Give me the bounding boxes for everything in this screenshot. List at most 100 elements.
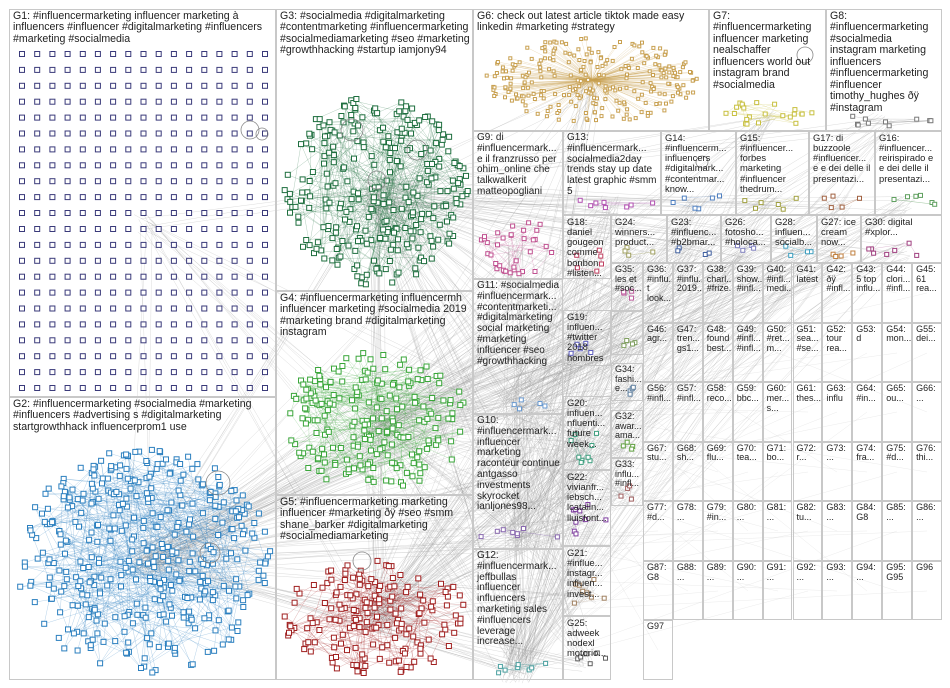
graph-node[interactable] (340, 119, 347, 126)
graph-node[interactable] (145, 495, 151, 502)
graph-node[interactable] (110, 226, 117, 232)
graph-node[interactable] (751, 245, 757, 251)
graph-node[interactable] (352, 616, 359, 623)
graph-node[interactable] (19, 353, 25, 360)
graph-node[interactable] (140, 385, 147, 391)
graph-node[interactable] (201, 66, 208, 73)
group-box-g61[interactable]: G61: thes... (792, 382, 823, 442)
graph-node[interactable] (321, 451, 327, 458)
graph-node[interactable] (49, 194, 56, 201)
graph-node[interactable] (494, 71, 499, 75)
graph-node[interactable] (19, 321, 25, 328)
graph-node[interactable] (231, 82, 238, 89)
graph-node[interactable] (443, 602, 450, 609)
graph-node[interactable] (125, 289, 132, 296)
graph-node[interactable] (548, 56, 552, 61)
graph-node[interactable] (405, 199, 412, 206)
graph-node[interactable] (662, 108, 667, 113)
graph-node[interactable] (437, 188, 444, 195)
graph-node[interactable] (621, 116, 626, 121)
graph-node[interactable] (383, 408, 390, 415)
graph-node[interactable] (57, 531, 64, 538)
graph-node[interactable] (125, 146, 132, 153)
graph-node[interactable] (199, 510, 206, 517)
graph-node[interactable] (174, 523, 181, 530)
graph-node[interactable] (628, 202, 634, 208)
group-box-g27[interactable]: G27: ice cream now... (817, 215, 861, 263)
graph-node[interactable] (186, 273, 193, 280)
graph-node[interactable] (336, 601, 343, 608)
graph-node[interactable] (200, 560, 207, 567)
graph-node[interactable] (456, 592, 463, 599)
graph-node[interactable] (575, 92, 580, 97)
graph-node[interactable] (397, 668, 404, 675)
graph-node[interactable] (589, 50, 594, 55)
graph-node[interactable] (452, 612, 459, 619)
graph-node[interactable] (49, 98, 56, 105)
graph-node[interactable] (49, 369, 56, 376)
graph-node[interactable] (555, 111, 560, 115)
graph-node[interactable] (56, 567, 63, 574)
graph-node[interactable] (155, 643, 162, 650)
graph-node[interactable] (500, 235, 506, 241)
graph-node[interactable] (234, 556, 241, 563)
graph-node[interactable] (140, 517, 147, 524)
graph-node[interactable] (262, 98, 268, 105)
graph-node[interactable] (386, 156, 393, 163)
graph-node[interactable] (355, 196, 362, 203)
graph-node[interactable] (323, 384, 329, 391)
graph-node[interactable] (521, 94, 526, 99)
graph-node[interactable] (577, 58, 582, 62)
graph-node[interactable] (422, 145, 429, 152)
graph-node[interactable] (201, 385, 208, 391)
group-box-g92[interactable]: G92: ... (792, 560, 823, 621)
graph-node[interactable] (201, 257, 208, 264)
graph-node[interactable] (680, 65, 685, 70)
graph-node[interactable] (255, 576, 262, 583)
group-box-g36[interactable]: G36: #influ... t look... (643, 263, 673, 323)
group-box-g18[interactable]: G18: daniel gougeon comme bonbon #listen… (563, 215, 611, 279)
graph-node[interactable] (382, 266, 389, 273)
graph-node[interactable] (94, 538, 101, 545)
graph-node[interactable] (118, 527, 125, 534)
graph-node[interactable] (34, 130, 41, 137)
graph-node[interactable] (125, 178, 132, 185)
graph-node[interactable] (403, 183, 410, 190)
graph-node[interactable] (330, 143, 337, 150)
graph-node[interactable] (94, 210, 101, 216)
graph-node[interactable] (630, 384, 636, 390)
graph-node[interactable] (186, 558, 193, 565)
graph-node[interactable] (657, 101, 662, 106)
graph-node[interactable] (298, 197, 304, 204)
graph-node[interactable] (445, 415, 452, 422)
graph-node[interactable] (394, 406, 400, 413)
graph-node[interactable] (417, 229, 424, 236)
graph-node[interactable] (152, 553, 159, 560)
graph-node[interactable] (262, 369, 268, 376)
graph-node[interactable] (400, 434, 407, 441)
graph-node[interactable] (231, 257, 238, 264)
graph-node[interactable] (189, 661, 196, 668)
graph-node[interactable] (384, 621, 391, 628)
graph-node[interactable] (400, 482, 406, 489)
graph-node[interactable] (914, 252, 920, 258)
graph-node[interactable] (588, 86, 592, 91)
graph-node[interactable] (370, 641, 377, 648)
graph-node[interactable] (19, 305, 25, 312)
graph-node[interactable] (597, 72, 602, 77)
graph-node[interactable] (49, 178, 56, 185)
graph-node[interactable] (142, 604, 149, 611)
graph-node[interactable] (548, 104, 553, 109)
group-box-g39[interactable]: G39: show... #infl... (732, 263, 763, 323)
graph-node[interactable] (216, 178, 223, 185)
graph-node[interactable] (428, 410, 435, 417)
graph-node[interactable] (614, 98, 619, 103)
graph-node[interactable] (543, 660, 549, 666)
graph-node[interactable] (140, 540, 147, 547)
graph-node[interactable] (447, 397, 454, 404)
graph-node[interactable] (348, 117, 355, 124)
graph-node[interactable] (418, 151, 425, 157)
graph-node[interactable] (239, 492, 246, 499)
graph-node[interactable] (839, 204, 845, 210)
graph-node[interactable] (188, 616, 195, 623)
